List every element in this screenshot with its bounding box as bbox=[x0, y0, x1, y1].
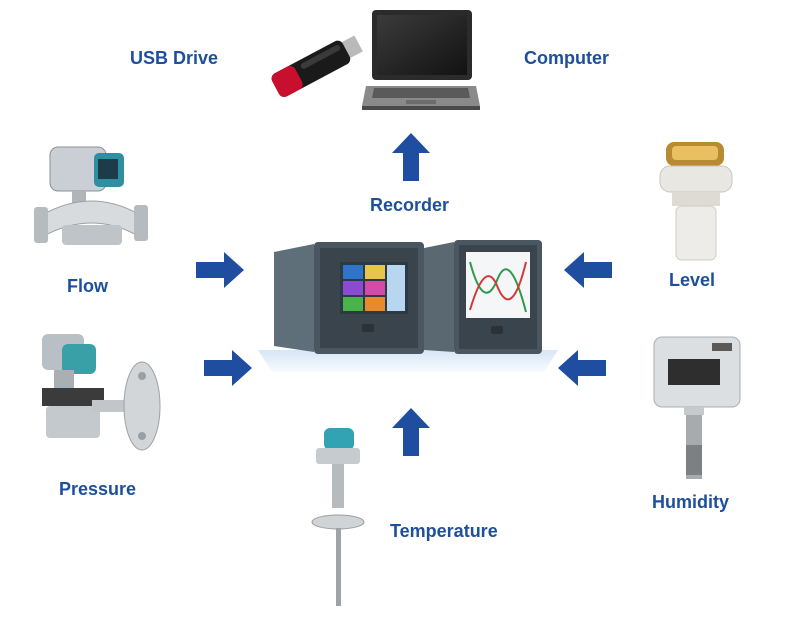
pressure-transmitter-icon bbox=[42, 334, 161, 451]
computer-label: Computer bbox=[524, 48, 609, 68]
temperature-arrow-icon bbox=[392, 408, 430, 456]
pressure-arrow-icon bbox=[204, 350, 252, 386]
usb-drive-label: USB Drive bbox=[130, 48, 219, 68]
flow-arrow-icon bbox=[196, 252, 244, 288]
pressure-label: Pressure bbox=[59, 479, 137, 499]
temperature-label: Temperature bbox=[390, 521, 498, 541]
recorder-label: Recorder bbox=[370, 195, 450, 215]
humidity-label: Humidity bbox=[652, 492, 730, 512]
level-arrow-icon bbox=[564, 252, 612, 288]
humidity-sensor-icon bbox=[653, 336, 741, 479]
laptop-icon bbox=[362, 10, 480, 110]
humidity-arrow-icon bbox=[558, 350, 606, 386]
flow-label: Flow bbox=[67, 276, 108, 296]
temperature-probe-icon bbox=[311, 428, 365, 606]
recorder-to-computer-arrow-icon bbox=[392, 133, 430, 181]
usb-drive-icon bbox=[271, 35, 363, 97]
flow-meter-icon bbox=[34, 146, 148, 245]
paperless-recorder-icon bbox=[258, 240, 558, 372]
level-sensor-icon bbox=[659, 142, 733, 261]
level-label: Level bbox=[669, 270, 716, 290]
